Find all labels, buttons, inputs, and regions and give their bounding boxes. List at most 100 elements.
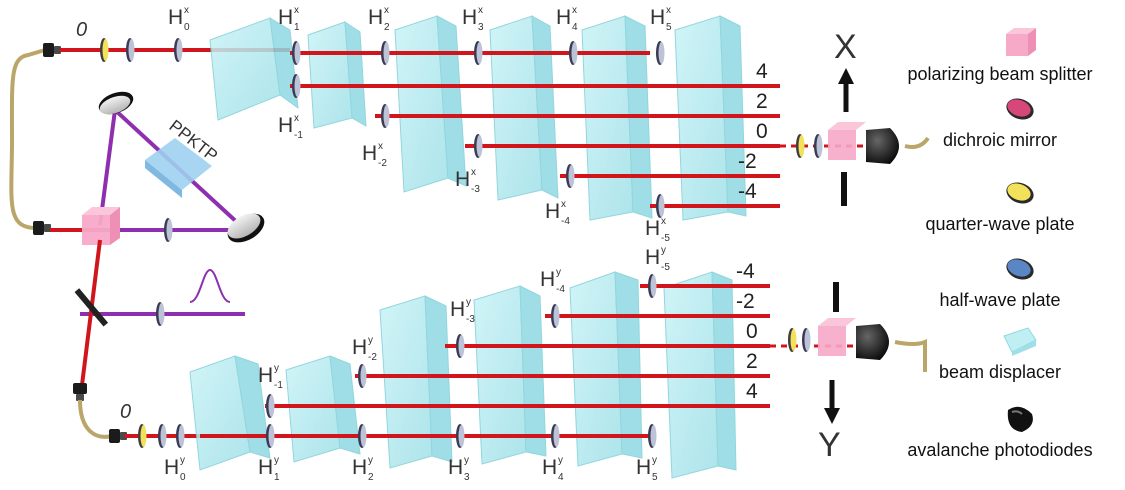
svg-text:x: x xyxy=(478,5,483,16)
hwp-top-detect xyxy=(814,134,823,158)
pump-pulse-icon xyxy=(189,268,231,303)
hwp-bottom-h0 xyxy=(176,424,185,448)
svg-text:H: H xyxy=(542,456,557,479)
svg-text:H: H xyxy=(164,456,179,479)
qwp-icon xyxy=(1006,182,1034,204)
hwp-bottom-hm3 xyxy=(456,334,465,358)
svg-text:x: x xyxy=(561,199,566,210)
svg-text:4: 4 xyxy=(746,380,758,403)
beams-top xyxy=(290,51,780,208)
svg-text:-4: -4 xyxy=(556,284,565,295)
h-labels-top: H 0 x H 1 x H 2 x H 3 x H 4 x H 5 x H -1… xyxy=(168,5,672,244)
hwp-top-hm2 xyxy=(381,104,390,128)
apd-icon xyxy=(1007,406,1033,432)
svg-text:H: H xyxy=(168,6,183,29)
legend-item-dichroic: dichroic mirror xyxy=(880,94,1120,154)
hwp-bottom-h4 xyxy=(551,424,560,448)
svg-text:-5: -5 xyxy=(661,233,670,244)
apd-bottom xyxy=(856,324,927,372)
legend-label-hwp: half-wave plate xyxy=(939,290,1061,310)
svg-text:x: x xyxy=(471,167,476,178)
fiber-coupler-top xyxy=(43,43,61,57)
svg-text:x: x xyxy=(661,216,666,227)
hwp-top-h3 xyxy=(474,41,483,65)
svg-text:-4: -4 xyxy=(736,260,755,283)
svg-text:y: y xyxy=(464,455,469,466)
svg-text:H: H xyxy=(448,456,463,479)
legend-item-pbs: polarizing beam splitter xyxy=(880,28,1120,88)
svg-text:y: y xyxy=(661,245,666,256)
legend-item-qwp: quarter-wave plate xyxy=(880,178,1120,238)
svg-text:-2: -2 xyxy=(378,158,387,169)
beams-bottom xyxy=(200,284,770,438)
label-x: X xyxy=(834,28,857,66)
bd-icon xyxy=(1003,327,1037,356)
svg-text:-1: -1 xyxy=(294,130,303,141)
svg-text:H: H xyxy=(278,6,293,29)
svg-text:0: 0 xyxy=(756,120,768,143)
qwp-bottom-detect xyxy=(788,328,797,352)
svg-text:4: 4 xyxy=(558,472,564,483)
hwp-top-hm5 xyxy=(656,194,665,218)
svg-text:y: y xyxy=(466,297,471,308)
qwp-bottom-input xyxy=(138,424,147,448)
svg-text:y: y xyxy=(274,363,279,374)
svg-text:-5: -5 xyxy=(661,262,670,273)
pbs-top xyxy=(828,122,866,160)
legend: polarizing beam splitter dichroic mirror… xyxy=(880,20,1120,470)
legend-label-pbs: polarizing beam splitter xyxy=(907,64,1093,84)
svg-text:4: 4 xyxy=(756,60,768,83)
fiber-coupler-bottom-a xyxy=(73,383,87,401)
fiber-bottom xyxy=(78,399,113,439)
legend-item-apd: avalanche photodiodes xyxy=(880,404,1120,464)
hwp-bottom-hm1 xyxy=(266,394,275,418)
fiber-top xyxy=(9,48,46,230)
svg-text:2: 2 xyxy=(384,22,390,33)
svg-text:2: 2 xyxy=(746,350,758,373)
svg-text:H: H xyxy=(352,336,367,359)
svg-text:x: x xyxy=(184,5,189,16)
svg-text:y: y xyxy=(652,455,657,466)
hwp-bottom-h1 xyxy=(266,424,275,448)
svg-text:-2: -2 xyxy=(736,290,755,313)
beam-source-down xyxy=(80,239,102,386)
hwp-source xyxy=(164,218,173,242)
svg-text:H: H xyxy=(556,6,571,29)
svg-text:H: H xyxy=(545,200,560,223)
svg-text:H: H xyxy=(645,246,660,269)
svg-text:2: 2 xyxy=(756,90,768,113)
svg-text:x: x xyxy=(666,5,671,16)
outputs-top: 4 2 0 -2 -4 xyxy=(738,60,768,203)
svg-text:x: x xyxy=(294,113,299,124)
svg-text:H: H xyxy=(368,6,383,29)
hwp-top-h2 xyxy=(381,41,390,65)
svg-text:3: 3 xyxy=(464,472,470,483)
h-labels-bottom: H 0 y H 1 y H 2 y H 3 y H 4 y H 5 y H -1… xyxy=(164,245,670,483)
hwp-bottom-hm5 xyxy=(648,274,657,298)
svg-text:y: y xyxy=(556,267,561,278)
svg-text:-1: -1 xyxy=(274,380,283,391)
hwp-pump xyxy=(156,302,165,326)
hwp-bottom-h5 xyxy=(648,424,657,448)
svg-text:x: x xyxy=(572,5,577,16)
svg-text:y: y xyxy=(180,455,185,466)
arrow-x-head xyxy=(838,68,854,84)
svg-text:H: H xyxy=(278,114,293,137)
ppktp-crystal xyxy=(145,138,212,198)
svg-text:2: 2 xyxy=(368,472,374,483)
svg-text:-2: -2 xyxy=(368,352,377,363)
hwp-bottom-h3 xyxy=(456,424,465,448)
mirror-right xyxy=(227,213,265,243)
svg-text:-3: -3 xyxy=(471,184,480,195)
svg-text:H: H xyxy=(650,6,665,29)
fiber-coupler-bottom xyxy=(109,429,127,443)
qwp-top-input xyxy=(100,38,109,62)
fiber-coupler-source-top xyxy=(33,221,51,235)
input-order-bottom: 0 xyxy=(120,401,131,423)
svg-text:3: 3 xyxy=(478,22,484,33)
svg-text:H: H xyxy=(352,456,367,479)
hwp-bottom-hm4 xyxy=(551,304,560,328)
svg-text:-3: -3 xyxy=(466,314,475,325)
svg-text:-4: -4 xyxy=(561,216,570,227)
